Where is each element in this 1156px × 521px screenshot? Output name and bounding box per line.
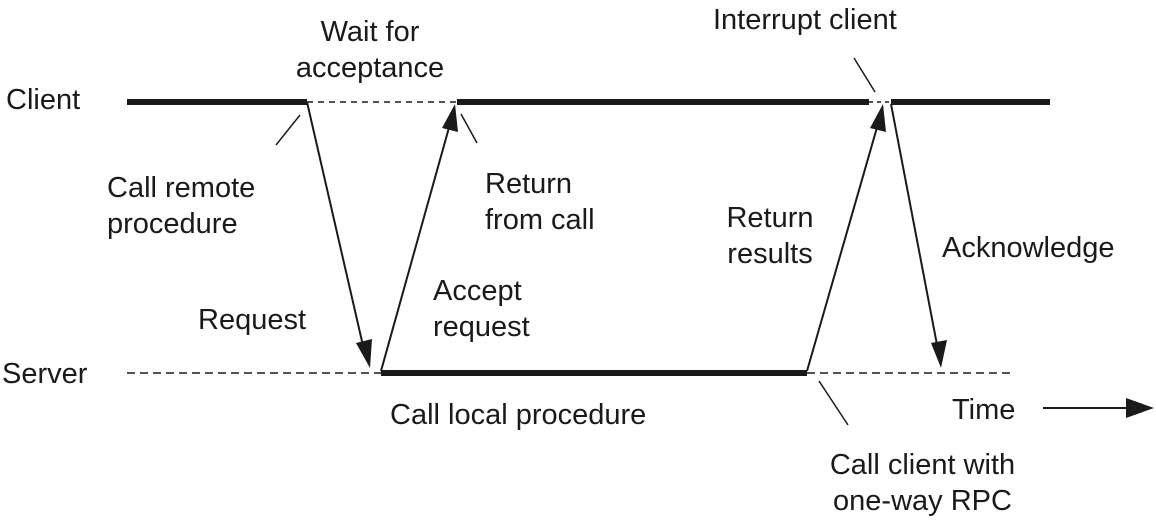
time-label: Time bbox=[952, 394, 1016, 426]
return-from-call-label: Return from call bbox=[485, 166, 595, 238]
wait-for-acceptance-label: Wait for acceptance bbox=[270, 14, 470, 86]
acknowledge-label: Acknowledge bbox=[942, 232, 1115, 264]
client-lane-label: Client bbox=[6, 84, 81, 116]
call-remote-procedure-label: Call remote procedure bbox=[107, 170, 255, 242]
call-local-procedure-label: Call local procedure bbox=[390, 399, 647, 431]
interrupt-client-leader bbox=[853, 57, 876, 93]
return-results-line-1: Return bbox=[726, 202, 814, 234]
accept-arrow bbox=[380, 104, 458, 372]
return-from-call-leader bbox=[460, 113, 478, 144]
return-from-call-line-1: Return bbox=[485, 168, 573, 200]
accept-request-label: Accept request bbox=[433, 273, 530, 345]
wait-for-acceptance-line-1: Wait for bbox=[320, 16, 420, 48]
return-results-label: Return results bbox=[700, 200, 840, 272]
time-arrow bbox=[1043, 398, 1154, 418]
request-label: Request bbox=[198, 304, 307, 336]
return-results-line-2: results bbox=[727, 238, 813, 270]
call-client-leader bbox=[818, 380, 849, 426]
acknowledge-arrow bbox=[890, 103, 947, 368]
call-client-oneway-line-1: Call client with bbox=[829, 449, 1016, 481]
return-results-arrow bbox=[806, 104, 886, 372]
server-lane-label: Server bbox=[2, 358, 88, 390]
call-remote-procedure-line-1: Call remote bbox=[107, 172, 256, 204]
call-client-oneway-line-2: one-way RPC bbox=[833, 485, 1012, 517]
call-remote-leader bbox=[275, 114, 301, 146]
accept-request-line-1: Accept bbox=[433, 275, 522, 307]
call-remote-procedure-line-2: procedure bbox=[107, 208, 238, 240]
call-client-oneway-label: Call client with one-way RPC bbox=[800, 447, 1045, 519]
request-arrow bbox=[306, 101, 372, 368]
wait-for-acceptance-line-2: acceptance bbox=[295, 52, 445, 84]
accept-request-line-2: request bbox=[433, 311, 530, 343]
return-from-call-line-2: from call bbox=[485, 204, 595, 236]
interrupt-client-label: Interrupt client bbox=[713, 4, 897, 36]
